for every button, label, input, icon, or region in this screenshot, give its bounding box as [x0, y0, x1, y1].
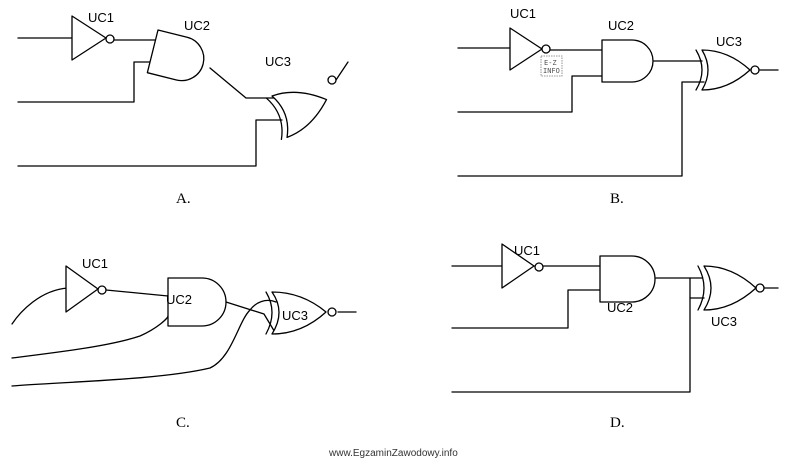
panel-b-and-gate [601, 39, 654, 83]
svg-text:E-Z: E-Z [544, 59, 557, 67]
panel-a: UC1 UC2 UC3 A. [17, 10, 349, 207]
panel-c-nor-gate [271, 291, 327, 335]
panel-c-uc3-label: UC3 [282, 308, 308, 323]
panel-b-input-wire-3 [457, 81, 705, 177]
panel-c-uc2-label: UC2 [166, 292, 192, 307]
panel-d: UC1 UC2 UC3 D. [451, 243, 779, 431]
panel-b-nor-back-arc [695, 49, 703, 91]
panel-c-nor-back-arc [265, 291, 273, 335]
panel-c-uc1-label: UC1 [82, 256, 108, 271]
panel-c-and-to-nor-wire [225, 301, 277, 335]
panel-a-uc1-label: UC1 [88, 10, 114, 25]
panel-a-and-gate [146, 29, 205, 82]
panel-d-input-wire-3 [451, 277, 691, 393]
panel-b-nor-gate [701, 49, 751, 91]
panel-b-letter: B. [610, 191, 624, 207]
panel-c-inv-to-and-wire [105, 289, 169, 297]
panel-a-uc2-label: UC2 [184, 18, 210, 33]
panel-b-inverter-gate [509, 27, 543, 71]
panel-c-input-wire-2 [11, 315, 169, 359]
panel-c-inverter-bubble [97, 285, 107, 295]
panel-a-input-wire-2 [17, 61, 157, 103]
panel-b: E-Z INFO UC1 UC2 UC3 B. [457, 6, 779, 207]
panel-b-nor-bubble [750, 65, 760, 75]
panel-a-output-wire [335, 61, 349, 81]
panel-a-letter: A. [176, 191, 191, 207]
panel-b-inverter-bubble [541, 44, 551, 54]
panel-a-inverter-bubble [105, 34, 115, 44]
panel-d-letter: D. [610, 415, 625, 431]
panel-a-uc3-label: UC3 [265, 54, 291, 69]
panel-a-input-wire-3 [17, 119, 283, 167]
panel-d-nor-bubble [755, 283, 765, 293]
panel-c-nor-bubble [327, 307, 337, 317]
panel-a-nor-gate [265, 91, 328, 141]
panel-d-inverter-gate [501, 243, 535, 289]
panel-d-uc2-label: UC2 [607, 300, 633, 315]
panel-c-input-wire-1 [11, 287, 69, 325]
svg-text:INFO: INFO [543, 67, 560, 75]
panel-b-uc1-label: UC1 [510, 6, 536, 21]
panel-d-inverter-bubble [534, 262, 544, 272]
panel-b-uc2-label: UC2 [608, 18, 634, 33]
panel-b-input-wire-2 [457, 75, 603, 113]
panel-d-uc3-label: UC3 [711, 314, 737, 329]
panel-c-inverter-gate [65, 265, 99, 313]
panel-d-nor-back-arc [697, 265, 705, 311]
panel-a-inverter-gate [71, 15, 107, 61]
panel-a-and-to-nor-wire [209, 67, 285, 99]
panel-b-ez-info-stamp: E-Z INFO [540, 55, 563, 77]
panel-c-letter: C. [176, 415, 190, 431]
panel-c-input-wire-3 [11, 299, 277, 387]
panel-c-and-gate [167, 277, 227, 327]
panel-d-input-wire-2 [451, 289, 601, 329]
panel-d-nor-gate [703, 265, 757, 311]
panel-a-nor-bubble [327, 75, 337, 85]
panel-d-and-gate [599, 255, 656, 303]
panel-c: UC1 UC2 UC3 C. [11, 256, 357, 431]
watermark-text: www.EgzaminZawodowy.info [328, 448, 458, 459]
panel-d-uc1-label: UC1 [514, 243, 540, 258]
panel-b-uc3-label: UC3 [716, 34, 742, 49]
